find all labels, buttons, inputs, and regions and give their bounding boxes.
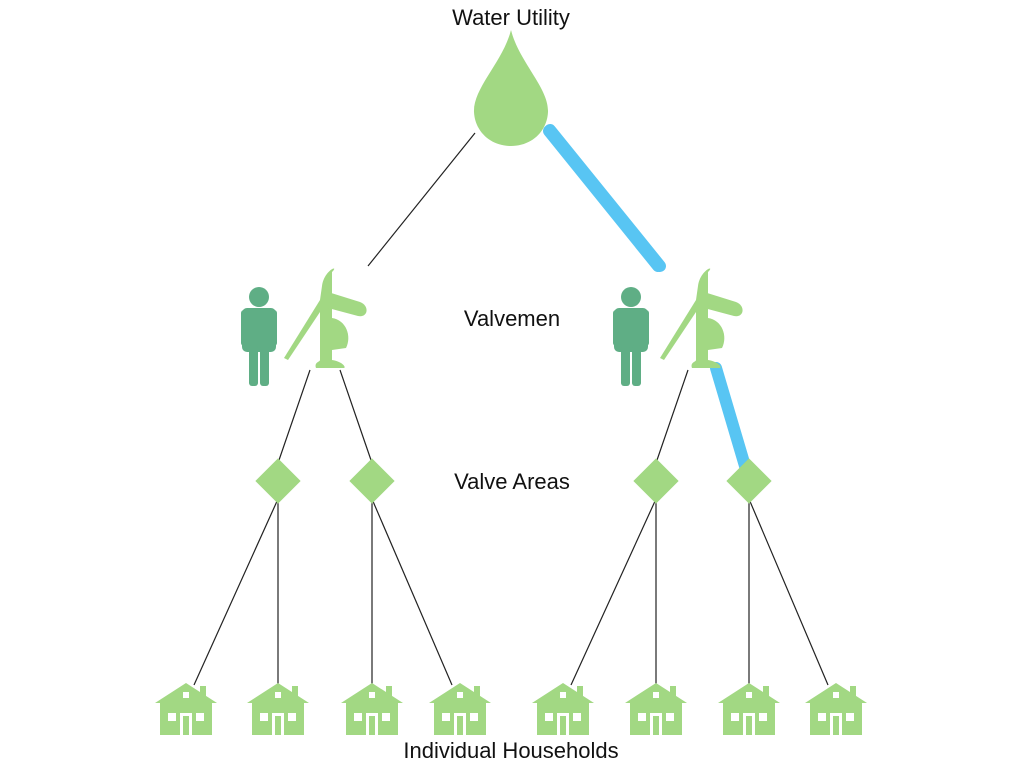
house-window xyxy=(288,713,296,721)
pump-handle xyxy=(704,292,743,317)
person-arm-right xyxy=(643,310,649,346)
valve-area-diamond xyxy=(349,458,395,504)
house-chimney xyxy=(386,686,392,700)
house-window xyxy=(382,713,390,721)
water-drop-shape xyxy=(473,30,549,146)
house-attic-window xyxy=(457,692,463,698)
pump-body xyxy=(691,268,721,368)
house-icon xyxy=(429,683,491,735)
house-window xyxy=(638,713,646,721)
house-chimney xyxy=(292,686,298,700)
house-icon xyxy=(718,683,780,735)
hand-pump-icon xyxy=(660,268,743,368)
person-torso xyxy=(614,308,648,352)
connector-lines xyxy=(193,132,829,686)
house-icon xyxy=(625,683,687,735)
connector-line xyxy=(193,498,279,686)
person-head xyxy=(249,287,269,307)
house-window xyxy=(731,713,739,721)
house-attic-window xyxy=(560,692,566,698)
house-door-panel xyxy=(183,716,189,735)
house-icon xyxy=(341,683,403,735)
house-chimney xyxy=(577,686,583,700)
water-drop-icon xyxy=(473,30,549,146)
pump-body xyxy=(315,268,345,368)
connector-line xyxy=(367,132,476,267)
connector-line xyxy=(371,498,453,686)
house-window xyxy=(666,713,674,721)
person-leg-left xyxy=(621,345,630,386)
connector-line xyxy=(570,498,657,686)
house-attic-window xyxy=(275,692,281,698)
house-door-panel xyxy=(369,716,375,735)
highlighted-water-path xyxy=(543,124,751,472)
house-chimney xyxy=(474,686,480,700)
house-chimney xyxy=(850,686,856,700)
house-chimney xyxy=(763,686,769,700)
house-icon xyxy=(805,683,867,735)
house-window xyxy=(545,713,553,721)
house-window xyxy=(573,713,581,721)
label-water-utility: Water Utility xyxy=(452,5,570,30)
house-door-panel xyxy=(275,716,281,735)
highlighted-connector xyxy=(710,362,751,472)
diagram-nodes xyxy=(155,30,867,735)
house-window xyxy=(846,713,854,721)
person-torso xyxy=(242,308,276,352)
person-arm-right xyxy=(271,310,277,346)
person-head xyxy=(621,287,641,307)
label-valve-areas: Valve Areas xyxy=(454,469,570,494)
house-window xyxy=(470,713,478,721)
house-door-panel xyxy=(833,716,839,735)
valve-area-diamond xyxy=(633,458,679,504)
house-window xyxy=(818,713,826,721)
house-icon xyxy=(247,683,309,735)
person-leg-right xyxy=(632,345,641,386)
pump-spout xyxy=(708,318,725,350)
house-chimney xyxy=(200,686,206,700)
pump-handle xyxy=(328,292,367,317)
valve-area-diamond xyxy=(726,458,772,504)
connector-line xyxy=(655,369,689,464)
house-door-panel xyxy=(653,716,659,735)
pump-spout xyxy=(332,318,349,350)
pump-lever xyxy=(284,300,324,360)
house-window xyxy=(196,713,204,721)
house-window xyxy=(354,713,362,721)
valve-area-diamond xyxy=(255,458,301,504)
label-individual-households: Individual Households xyxy=(403,738,619,763)
house-chimney xyxy=(670,686,676,700)
house-icon xyxy=(532,683,594,735)
house-window xyxy=(759,713,767,721)
connector-line xyxy=(339,369,373,464)
house-window xyxy=(168,713,176,721)
connector-line xyxy=(277,369,311,464)
house-door-panel xyxy=(560,716,566,735)
person-arm-left xyxy=(241,310,247,346)
person-leg-left xyxy=(249,345,258,386)
house-attic-window xyxy=(746,692,752,698)
pump-lever xyxy=(660,300,700,360)
label-valvemen: Valvemen xyxy=(463,306,561,331)
connector-line xyxy=(748,498,829,686)
house-attic-window xyxy=(369,692,375,698)
house-window xyxy=(260,713,268,721)
person-icon xyxy=(613,287,649,386)
house-window xyxy=(442,713,450,721)
person-icon xyxy=(241,287,277,386)
house-door-panel xyxy=(457,716,463,735)
house-attic-window xyxy=(183,692,189,698)
house-icon xyxy=(155,683,217,735)
house-door-panel xyxy=(746,716,752,735)
house-attic-window xyxy=(833,692,839,698)
house-attic-window xyxy=(653,692,659,698)
person-leg-right xyxy=(260,345,269,386)
highlighted-connector xyxy=(543,125,664,272)
person-arm-left xyxy=(613,310,619,346)
hand-pump-icon xyxy=(284,268,367,368)
